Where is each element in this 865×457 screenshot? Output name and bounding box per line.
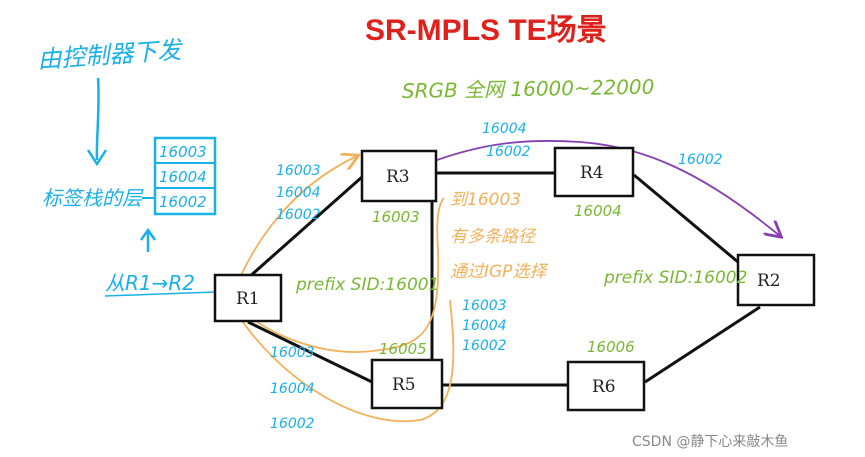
controller-note: 由控制器下发 [36,36,185,74]
node-r3-label: R3 [386,167,410,187]
sid-r5: 16005 [379,340,427,358]
watermark: CSDN @静下心来敲木鱼 [632,433,788,450]
node-r3[interactable]: R3 [360,149,438,203]
label-stack-note: 标签栈的层 [42,186,144,210]
stack-r1-r3-entry: 16002 [276,207,321,223]
stack-r1-r3-entry: 16004 [276,185,321,201]
stack-box-entry: 16004 [159,168,207,186]
path-r1-r5-alt [235,299,455,423]
sid-r4: 16004 [574,202,622,220]
path-r1-r5-r3 [235,197,445,353]
node-r6-label: R6 [592,377,616,397]
controller-down-arrow [95,77,100,161]
stack-r3-r4-entry: 16002 [486,144,531,160]
link-r1-r5 [247,320,373,384]
stack-r1-r5-entry: 16004 [270,381,315,397]
stack-r1-r5-entry: 16003 [270,345,315,361]
stack-r5-r3-entry: 16004 [462,318,507,334]
stack-r5-r3-entry: 16003 [462,298,507,314]
stack-r5-r3-entry: 16002 [462,338,507,354]
node-r1[interactable]: R1 [213,273,283,323]
te-path-r3-r4-r2 [436,140,780,236]
stack-r4-r2-entry: 16002 [678,152,723,168]
node-r4[interactable]: R4 [553,146,635,198]
label-stack-box [153,136,217,216]
orange-note-line: 通过IGP选择 [450,262,548,282]
flow-note: 从R1→R2 [105,271,195,295]
node-r1-label: R1 [236,289,260,309]
topology-links [247,171,761,387]
orange-note-line: 到16003 [450,190,521,210]
srgb-note: SRGB 全网 16000~22000 [402,75,655,103]
sid-r6: 16006 [587,338,635,356]
node-r2[interactable]: R2 [736,253,816,307]
stack-r1-r5-entry: 16002 [270,416,315,432]
stack-r3-r4-entry: 16004 [482,121,527,137]
node-r4-label: R4 [580,163,604,183]
link-r1-r3 [247,175,363,280]
node-r6[interactable]: R6 [566,360,646,412]
controller-down-arrowhead [86,149,108,167]
node-r5[interactable]: R5 [370,358,444,410]
link-r6-r2 [644,305,761,384]
node-r5-label: R5 [392,375,416,395]
sid-r3: 16003 [372,208,420,226]
stack-box-entry: 16003 [159,143,207,161]
node-r2-label: R2 [757,271,781,291]
prefix-sid-r2: prefix SID:16002 [603,268,747,288]
prefix-sid-r1: prefix SID:16001 [295,275,439,295]
stack-r1-r3-entry: 16003 [276,163,321,179]
diagram-title: SR-MPLS TE场景 [365,14,607,47]
stack-box-entry: 16002 [159,193,207,211]
orange-note-line: 有多条路径 [450,227,537,247]
link-r4-r2 [633,173,739,264]
